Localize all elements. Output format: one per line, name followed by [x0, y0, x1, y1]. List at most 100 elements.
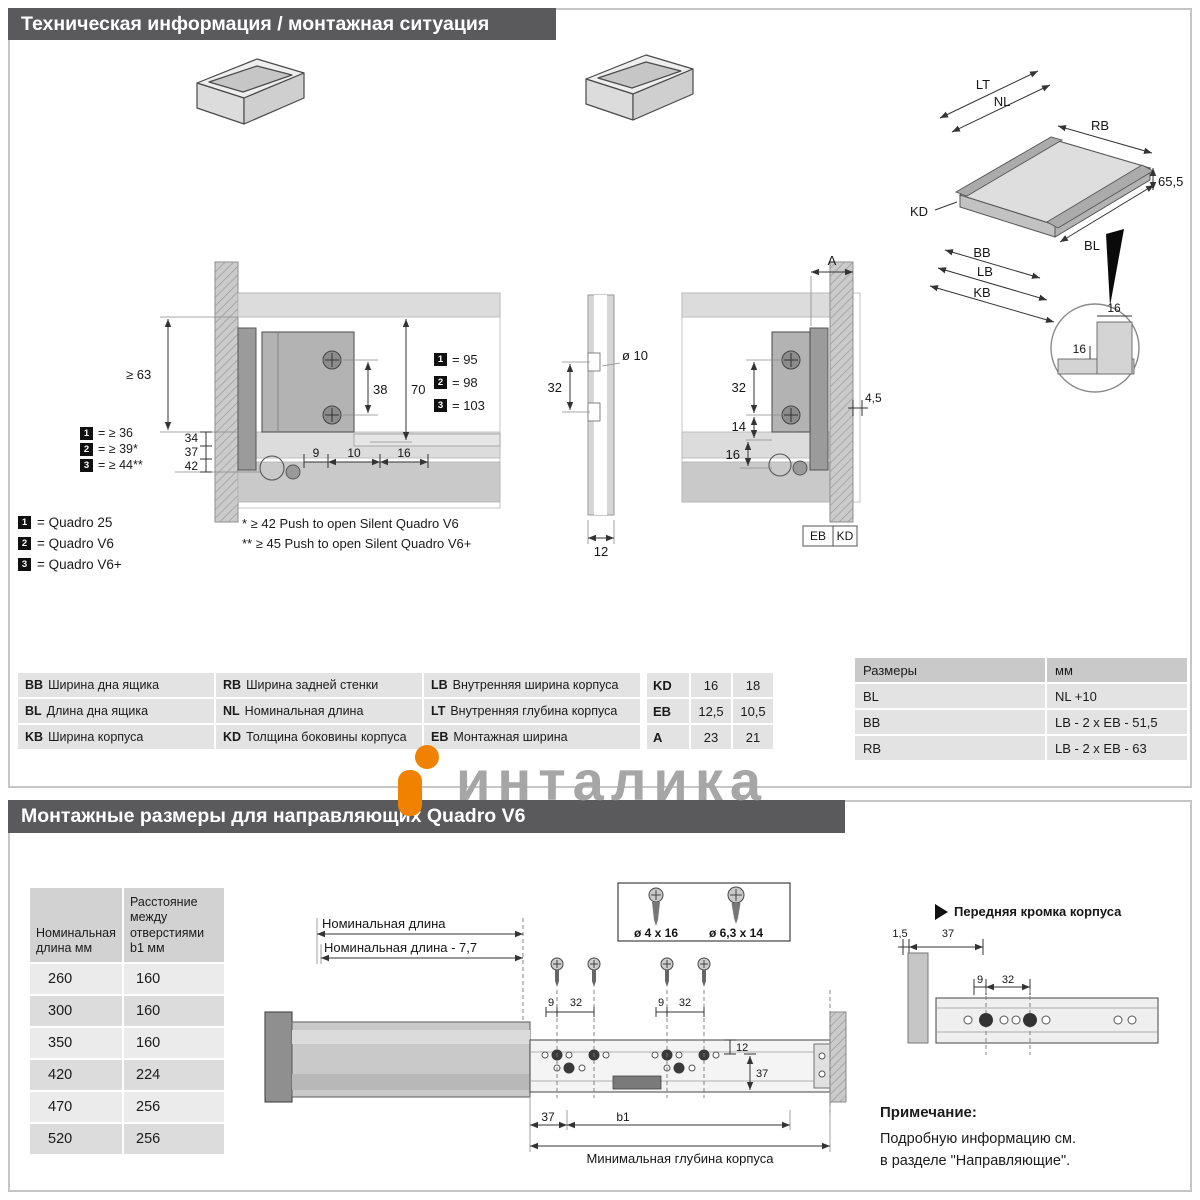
abbr-desc: Ширина дна ящика — [48, 678, 160, 692]
screw-icon — [648, 887, 664, 926]
abbr-key: KD — [223, 730, 242, 744]
dim-bl: BL — [1084, 238, 1100, 253]
dim-9b: 9 — [658, 997, 664, 1009]
abbr-key: BB — [25, 678, 44, 692]
dim-dia10: ø 10 — [622, 348, 648, 363]
abbr-desc: Толщина боковины корпуса — [246, 730, 407, 744]
length-cell: 470 — [30, 1092, 122, 1122]
triangle-marker-icon — [935, 904, 948, 920]
kd-cell: 21 — [733, 725, 773, 749]
footnote-1: * ≥ 42 Push to open Silent Quadro V6 — [242, 516, 459, 531]
sizes-cell: LB - 2 x EB - 63 — [1047, 736, 1187, 760]
footnote-2: ** ≥ 45 Push to open Silent Quadro V6+ — [242, 536, 472, 551]
dim-34: 34 — [185, 431, 199, 445]
dim-edge-37: 37 — [942, 928, 954, 940]
drawer-iso-icon — [196, 58, 305, 125]
section2-header: Монтажные размеры для направляющих Quadr… — [8, 800, 845, 833]
length-col-header: Номинальная длина мм — [30, 888, 122, 962]
screw-icon — [781, 350, 801, 370]
sizes-cell: NL +10 — [1047, 684, 1187, 708]
dim-a: A — [828, 253, 837, 268]
length-cell: 350 — [30, 1028, 122, 1058]
legend-row: 3 = Quadro V6+ — [18, 557, 122, 572]
section2-title: Монтажные размеры для направляющих Quadr… — [21, 805, 526, 827]
legend-square-icon: 2 — [80, 442, 93, 456]
dim-lb: LB — [977, 264, 993, 279]
mark-value: = ≥ 44** — [98, 458, 143, 472]
roller-icon — [768, 453, 792, 477]
note-block: Примечание: Подробную информацию см. в р… — [880, 1104, 1076, 1172]
dim-37: 37 — [185, 445, 199, 459]
front-cross-section: ≥ 63 34 37 42 38 70 — [126, 261, 501, 523]
min-height-marks: 1 = ≥ 36 2 = ≥ 39* 3 = ≥ 44** — [80, 426, 143, 474]
abbr-desc: Монтажная ширина — [453, 730, 568, 744]
abbr-key: EB — [431, 730, 449, 744]
dim-mid-12: 12 — [594, 544, 608, 559]
dim-nominal-length: Номинальная длина — [322, 916, 446, 931]
mark-value: = ≥ 36 — [98, 426, 134, 440]
dim-nl: NL — [994, 94, 1011, 109]
dim-nominal-length-77: Номинальная длина - 7,7 — [324, 940, 477, 955]
height-values: 1 = 95 2 = 98 3 = 103 — [434, 352, 485, 421]
abbr-desc: Ширина корпуса — [48, 730, 144, 744]
mark-row: 1 = ≥ 36 — [80, 426, 143, 440]
note-title: Примечание: — [880, 1104, 977, 1121]
length-cell: 300 — [30, 996, 122, 1026]
label-eb: EB — [810, 529, 826, 543]
roller-icon — [285, 464, 301, 480]
screw-icon — [322, 350, 342, 370]
dim-rb: RB — [1091, 118, 1109, 133]
roller-icon — [792, 460, 808, 476]
abbr-key: LT — [431, 704, 446, 718]
note-line: в разделе "Направляющие". — [880, 1153, 1071, 1169]
dim-kb: KB — [973, 285, 990, 300]
height-row: 2 = 98 — [434, 375, 485, 390]
spacing-col-header: Расстояние между отверстиями b1 мм — [124, 888, 224, 962]
brand-logo-icon — [398, 745, 439, 816]
dim-mid-32: 32 — [548, 380, 562, 395]
label-kd: KD — [837, 529, 854, 543]
spacing-cell: 160 — [124, 964, 224, 994]
abbr-desc: Внутренняя ширина корпуса — [452, 678, 619, 692]
dim-45: 4,5 — [865, 391, 882, 405]
section-mounting-dimensions: Монтажные размеры для направляющих Quadr… — [8, 800, 1192, 1192]
kd-eb-a-table: KD 16 18 EB 12,5 10,5 A 23 21 — [647, 673, 773, 749]
kd-cell: 23 — [691, 725, 731, 749]
screw1-size: ø 4 x 16 — [634, 926, 678, 940]
dim-15: 1,5 — [892, 928, 907, 940]
abbr-key: RB — [223, 678, 242, 692]
legend-label: = Quadro V6+ — [37, 557, 122, 572]
dim-655: 65,5 — [1158, 174, 1183, 189]
abbr-cell: LB Внутренняя ширина корпуса — [424, 673, 640, 697]
spacing-cell: 224 — [124, 1060, 224, 1090]
legend-row: 2 = Quadro V6 — [18, 536, 122, 551]
legend-square-icon: 3 — [80, 458, 93, 472]
front-edge-label: Передняя кромка корпуса — [954, 904, 1122, 919]
dim-rear-14: 14 — [732, 419, 746, 434]
dim-ge63: ≥ 63 — [126, 367, 151, 382]
dim-kd: KD — [910, 204, 928, 219]
screw-icon — [697, 957, 711, 988]
abbr-key: LB — [431, 678, 448, 692]
mark-row: 2 = ≥ 39* — [80, 442, 143, 456]
legend-square-icon: 2 — [18, 537, 31, 550]
sizes-header: Размеры — [855, 658, 1045, 682]
dim-lt: LT — [976, 77, 990, 92]
rail-top-view — [935, 989, 1159, 1055]
sizes-table: Размеры мм BL NL +10 BB LB - 2 x EB - 51… — [855, 658, 1187, 760]
dim-12: 12 — [736, 1042, 748, 1054]
detail-pointer-icon — [1106, 229, 1124, 306]
kd-cell: KD — [647, 673, 689, 697]
kd-cell: A — [647, 725, 689, 749]
spacing-cell: 256 — [124, 1092, 224, 1122]
screw-icon — [660, 957, 674, 988]
screw-icon — [587, 957, 601, 988]
abbr-key: NL — [223, 704, 240, 718]
sizes-header: мм — [1047, 658, 1187, 682]
dim-10: 10 — [347, 446, 361, 460]
